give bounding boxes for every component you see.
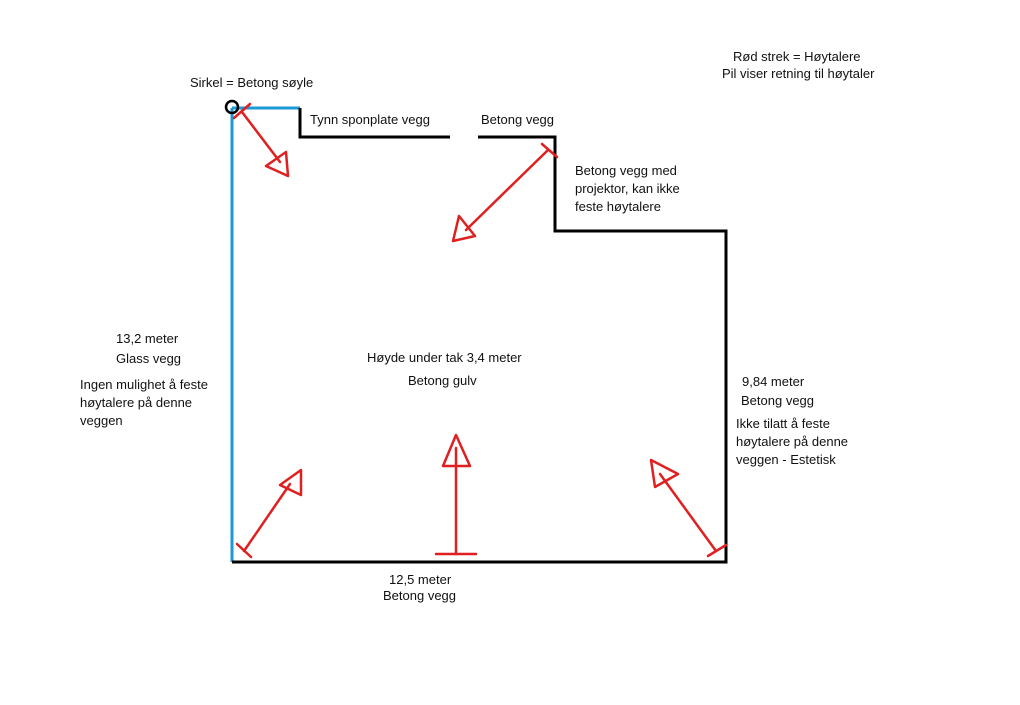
concrete-walls [232, 108, 728, 564]
legend-speaker-line: Rød strek = Høytalere [733, 49, 861, 64]
concrete-wall-label: Betong vegg [481, 112, 555, 127]
glass-wall [230, 106, 300, 562]
projector-wall-line1: Betong vegg med [575, 163, 677, 178]
room-floor: Betong gulv [408, 373, 477, 388]
room-height: Høyde under tak 3,4 meter [367, 350, 522, 365]
column-note: Sirkel = Betong søyle [190, 75, 314, 90]
left-wall-note-line3: veggen [80, 413, 123, 428]
left-wall-type: Glass vegg [116, 351, 182, 366]
thin-wall-label: Tynn sponplate vegg [310, 112, 430, 127]
projector-wall-line3: feste høytalere [575, 199, 661, 214]
right-wall-length: 9,84 meter [742, 374, 805, 389]
left-wall-note-line2: høytalere på denne [80, 395, 193, 410]
projector-wall-line2: projektor, kan ikke [575, 181, 680, 196]
speaker-bottom-center [434, 433, 478, 556]
bottom-wall-type: Betong vegg [383, 588, 457, 603]
speaker-bottom-left [235, 468, 303, 559]
bottom-wall-length: 12,5 meter [389, 572, 452, 587]
right-wall-note-line2: høytalere på denne [736, 434, 849, 449]
right-wall-note-line1: Ikke tilatt å feste [736, 416, 830, 431]
concrete-column-circle [224, 99, 240, 115]
left-wall-length: 13,2 meter [116, 331, 179, 346]
legend-arrow-line: Pil viser retning til høytaler [722, 66, 875, 81]
right-wall-type: Betong vegg [741, 393, 815, 408]
speaker-bottom-right [649, 458, 728, 558]
speaker-top-left [232, 102, 290, 178]
right-wall-note-line3: veggen - Estetisk [736, 452, 836, 467]
concrete-wall-outline [232, 135, 728, 564]
thin-board-wall [298, 108, 450, 139]
left-wall-note-line1: Ingen mulighet å feste [80, 377, 208, 392]
speaker-top-right [451, 142, 559, 243]
